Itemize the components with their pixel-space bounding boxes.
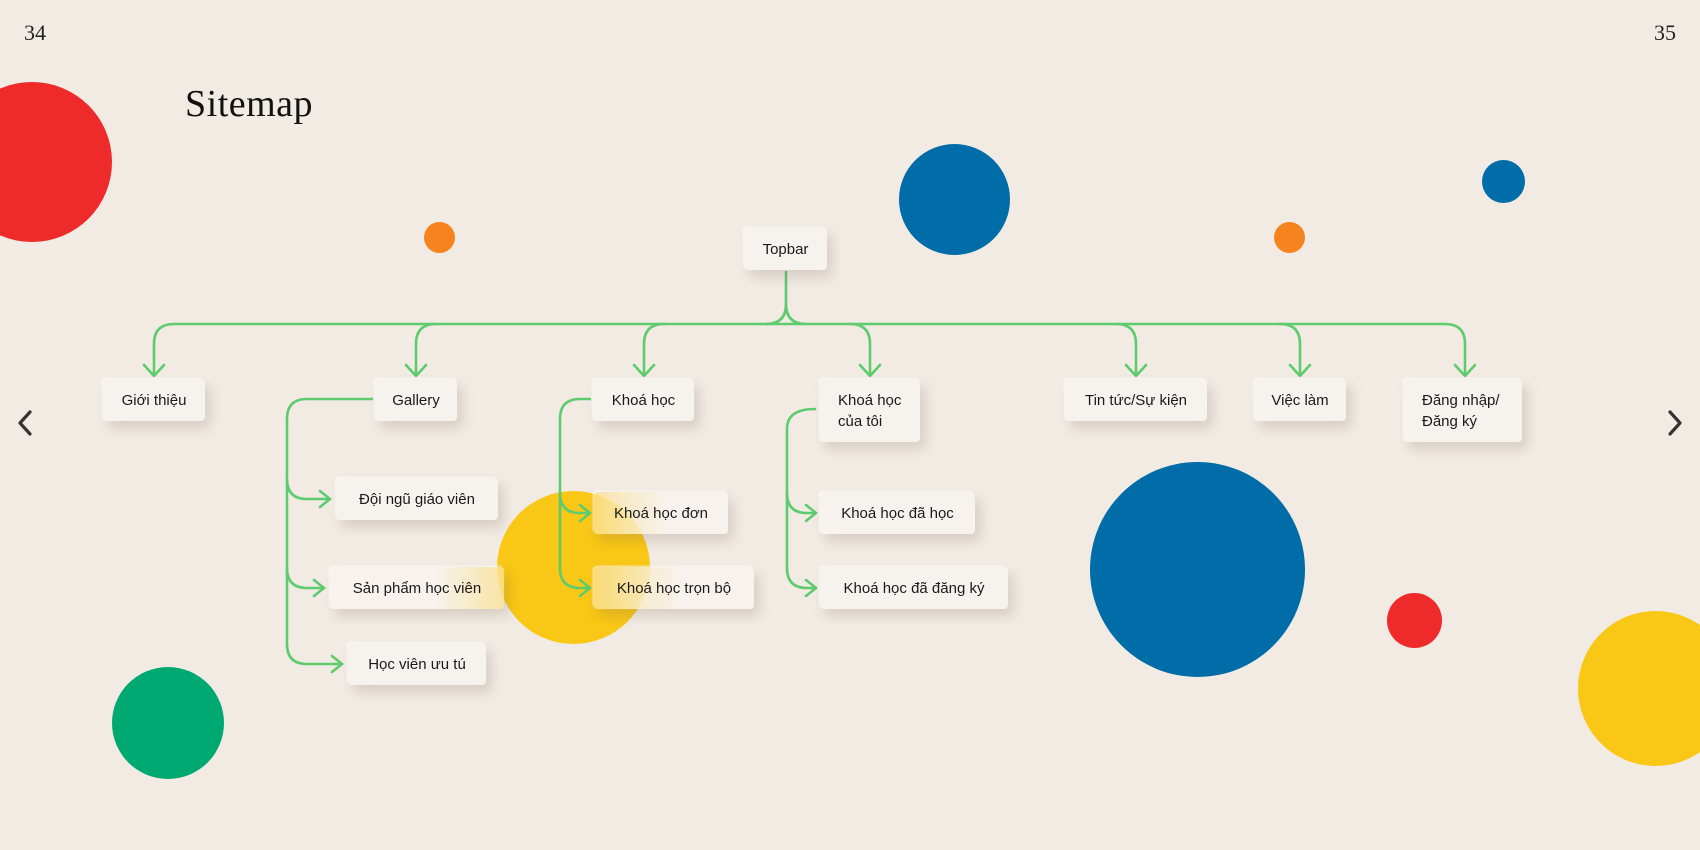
- node-hoc-vien-uu-tu: Học viên ưu tú: [348, 643, 486, 685]
- decor-circle-orange-small: [424, 222, 455, 253]
- page-number-right: 35: [1654, 20, 1676, 45]
- chevron-right-icon: [1668, 410, 1682, 436]
- node-khoa-hoc-tron-bo: Khoá học trọn bộ: [594, 567, 754, 609]
- decor-circle-blue-top: [899, 144, 1010, 255]
- page-number-left: 34: [24, 20, 46, 45]
- next-page-button[interactable]: [1660, 408, 1690, 438]
- node-khoa-hoc: Khoá học: [593, 379, 694, 421]
- node-gallery: Gallery: [375, 379, 457, 421]
- decor-circle-green: [112, 667, 224, 779]
- node-khoa-hoc-don: Khoá học đơn: [594, 492, 728, 534]
- node-topbar: Topbar: [744, 228, 827, 270]
- decor-circle-orange-small-right: [1274, 222, 1305, 253]
- decor-circle-yellow-right: [1578, 611, 1700, 766]
- node-khoa-hoc-da-dang-ky: Khoá học đã đăng ký: [820, 567, 1008, 609]
- page-title: Sitemap: [185, 83, 314, 125]
- node-khoa-hoc-cua-toi: Khoá học của tôi: [820, 379, 920, 442]
- node-dang-nhap-dang-ky: Đăng nhập/ Đăng ký: [1404, 379, 1522, 442]
- node-tin-tuc-su-kien: Tin tức/Sự kiện: [1065, 379, 1207, 421]
- decor-circle-red-small: [1387, 593, 1442, 648]
- node-khoa-hoc-da-hoc: Khoá học đã học: [820, 492, 975, 534]
- node-viec-lam: Việc làm: [1254, 379, 1346, 421]
- node-san-pham-hoc-vien: Sản phẩm học viên: [330, 567, 504, 609]
- node-doi-ngu-giao-vien: Đội ngũ giáo viên: [336, 478, 498, 520]
- prev-page-button[interactable]: [10, 408, 40, 438]
- chevron-left-icon: [18, 410, 32, 436]
- decor-circle-blue-small: [1482, 160, 1525, 203]
- decor-circle-blue-large: [1090, 462, 1305, 677]
- node-gioi-thieu: Giới thiệu: [103, 379, 205, 421]
